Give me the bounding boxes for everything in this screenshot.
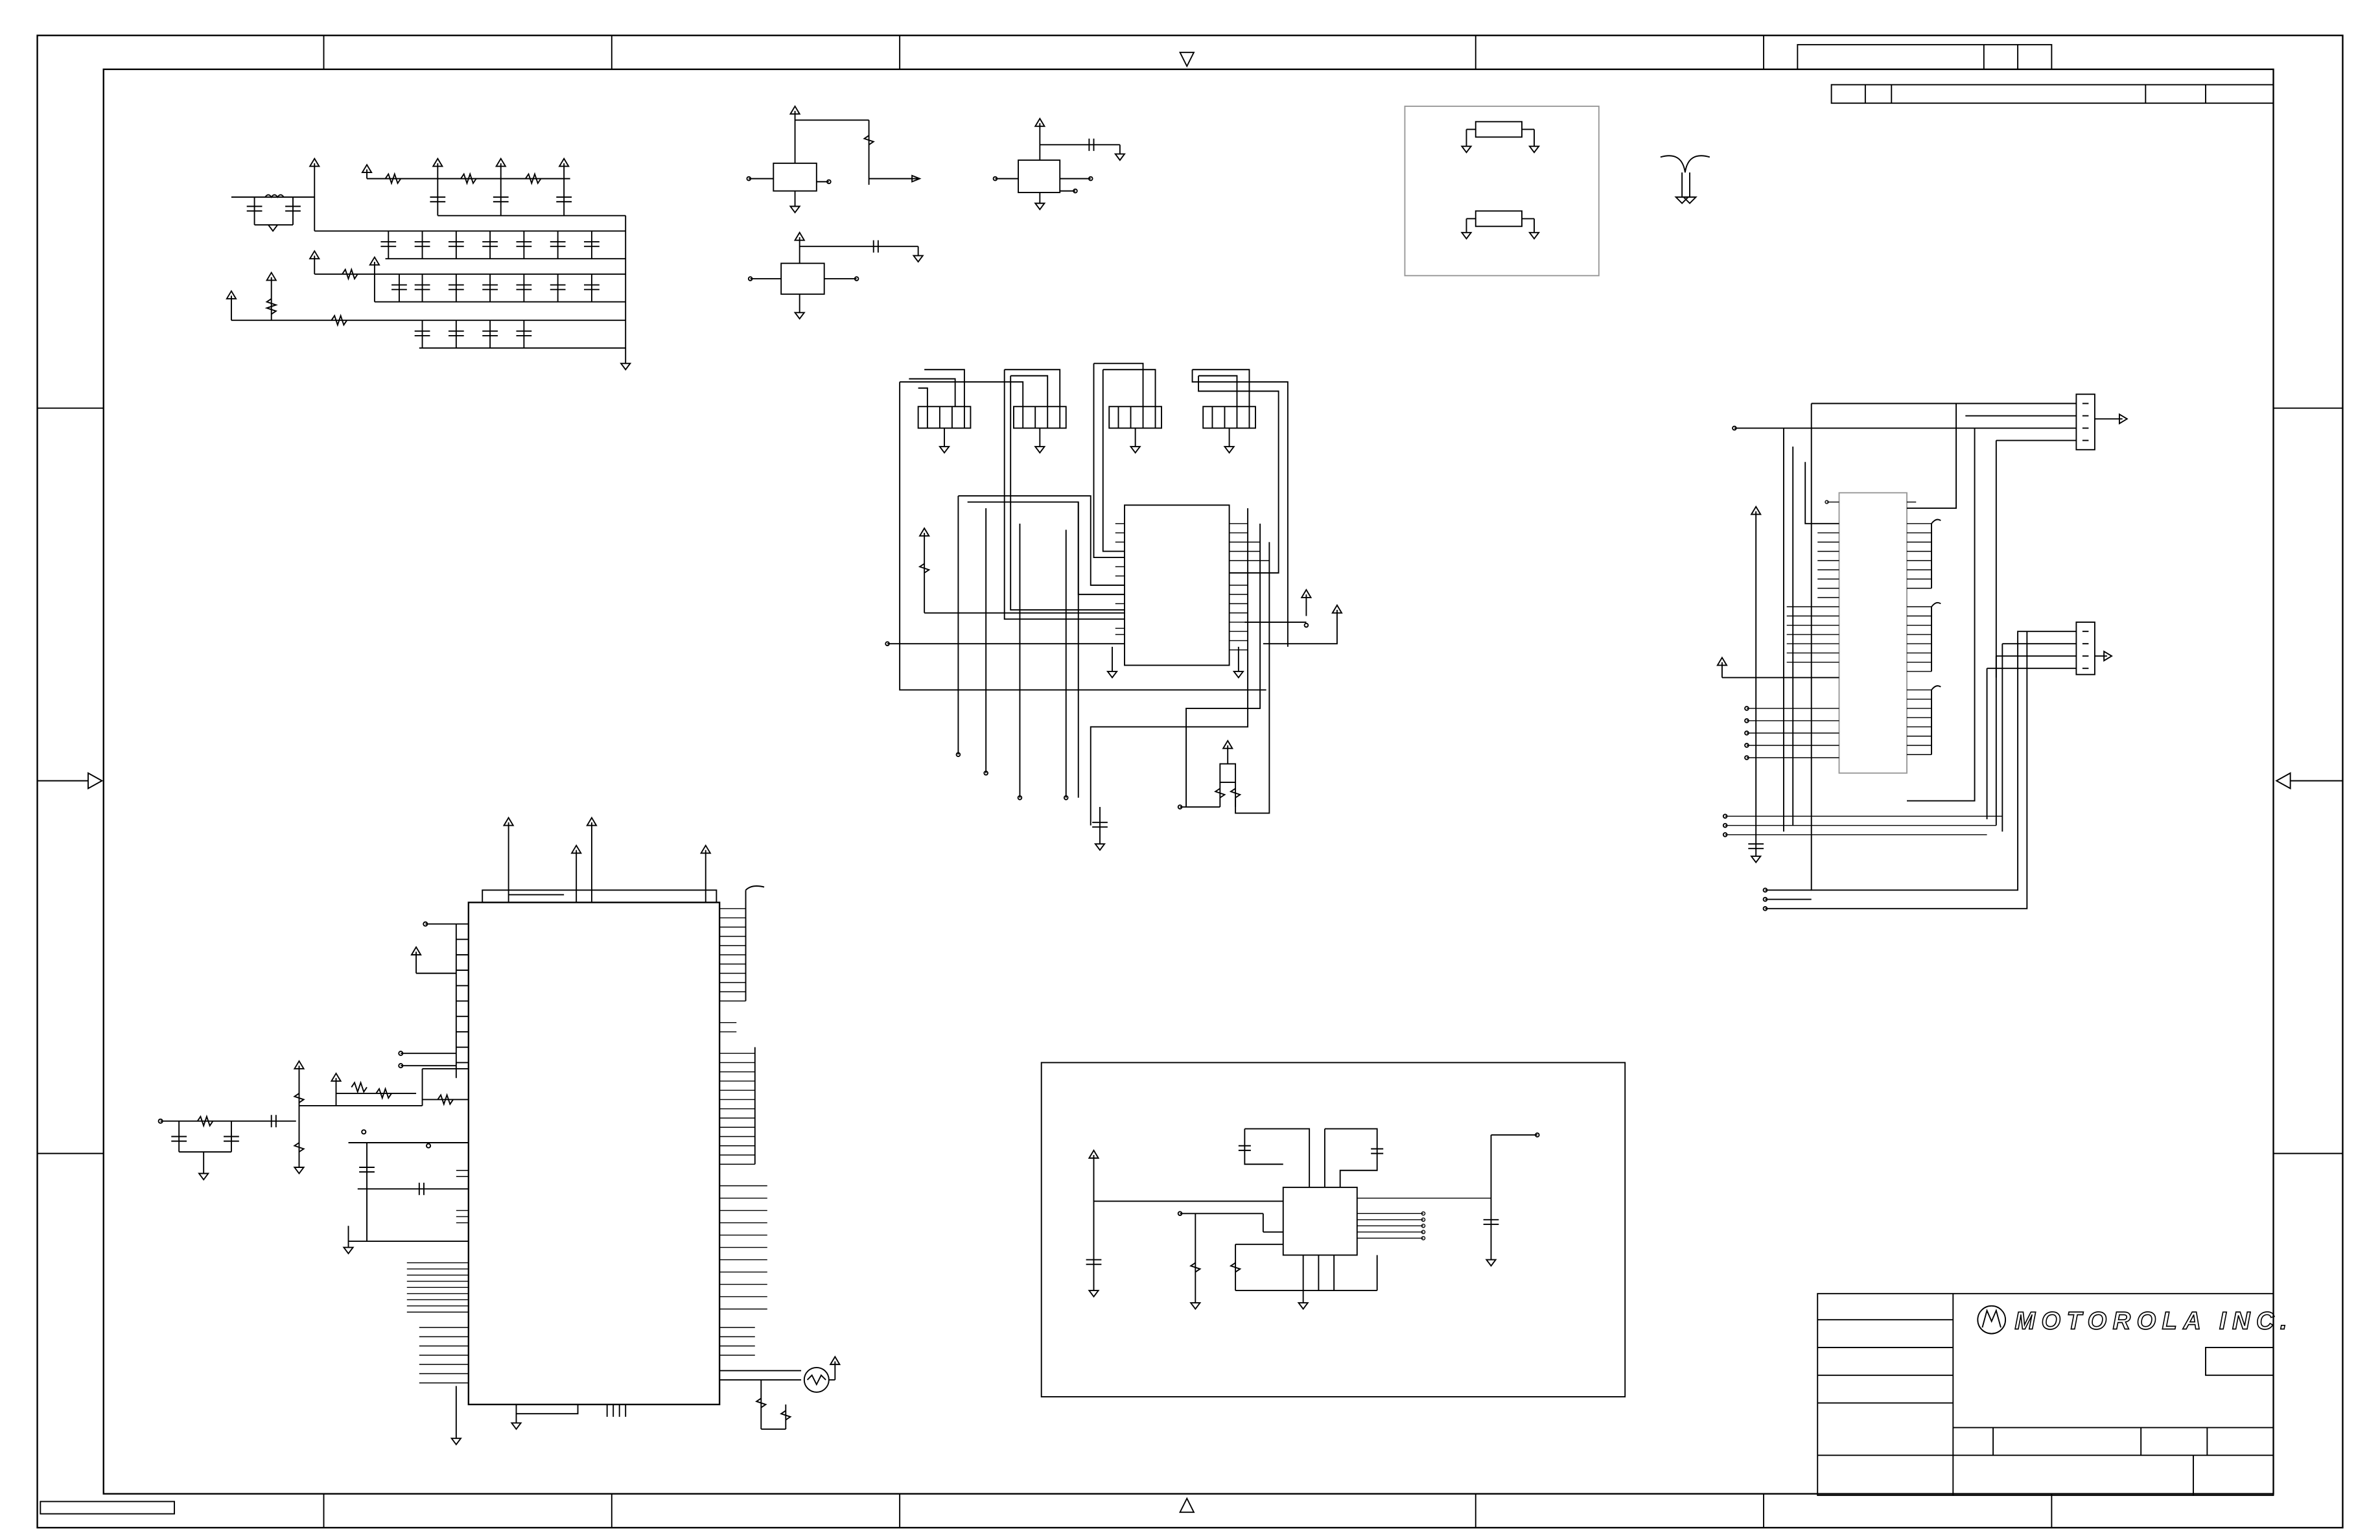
company-name: MOTOROLA INC. (2014, 1307, 2293, 1335)
switch-controller-ic (1124, 504, 1230, 666)
processor-section (158, 816, 841, 1446)
jumper-options-box (1404, 105, 1600, 277)
revision-block (1797, 43, 2274, 104)
triangle-arrow-icon (37, 51, 2343, 1513)
motorola-batwing-icon (1977, 1305, 2007, 1335)
sheet-frame (36, 34, 2344, 1529)
power-filter-network (226, 157, 632, 371)
antenna-icon (1660, 155, 1710, 204)
dip-switch-icon (917, 406, 1256, 429)
voltage-regulators (746, 105, 1126, 320)
title-block (1817, 1292, 2274, 1497)
file-label-box (40, 1500, 175, 1515)
switch-array-section (885, 362, 1343, 852)
audio-subcircuit-box (1040, 1062, 1626, 1397)
connector-j2 (2075, 621, 2095, 675)
connector-interface-section (1716, 393, 2129, 911)
connector-j1 (2075, 393, 2095, 450)
interface-ic (1838, 492, 1908, 774)
processor-ic (467, 902, 721, 1406)
audio-ic (1282, 1186, 1358, 1256)
